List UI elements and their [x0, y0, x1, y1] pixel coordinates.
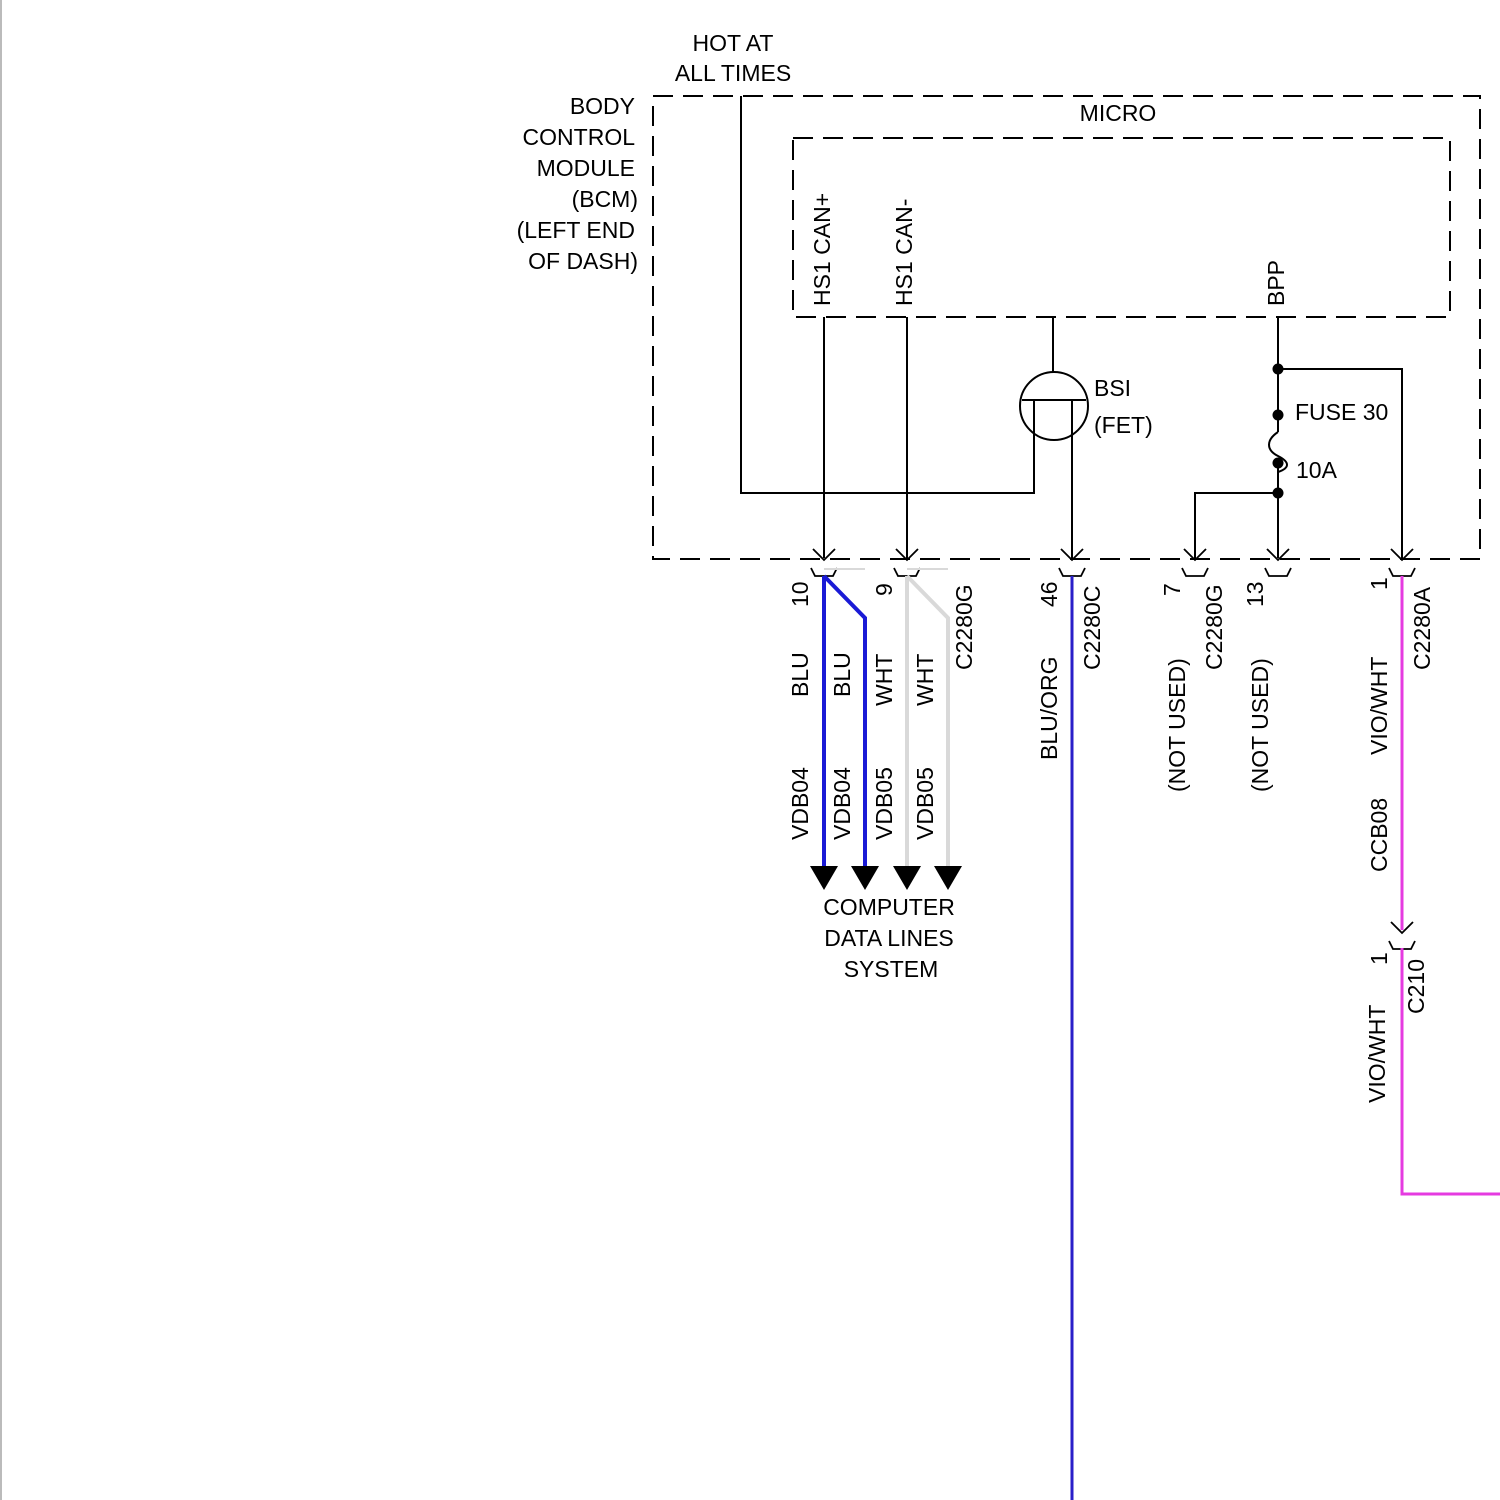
- module-label: BODY CONTROL MODULE (BCM) (LEFT END OF D…: [517, 93, 638, 274]
- harness-wires: [824, 569, 1500, 1500]
- fet-type: (FET): [1094, 412, 1153, 438]
- connector-terminals: [811, 549, 1415, 949]
- supply-label-line1: HOT AT: [693, 30, 774, 56]
- micro-label: MICRO: [1080, 100, 1157, 126]
- connector-c2280g-2: C2280G: [1201, 584, 1227, 670]
- wire-label-blu-org: BLU/ORG: [1036, 656, 1062, 760]
- circuit-label-ccb08: CCB08: [1366, 798, 1392, 872]
- module-label-line3: MODULE: [537, 155, 635, 181]
- wire-label-blu-2: BLU: [829, 652, 855, 697]
- module-label-line1: BODY: [570, 93, 635, 119]
- wire-label-not-used-7: (NOT USED): [1164, 658, 1190, 792]
- fuse-30-symbol: [1269, 415, 1287, 493]
- pin-number-7: 7: [1159, 583, 1185, 596]
- connector-c210: C210: [1403, 959, 1429, 1014]
- circuit-label-vdb05-2: VDB05: [912, 767, 938, 840]
- wire-label-vio-wht-1: VIO/WHT: [1366, 657, 1392, 755]
- pin-number-46: 46: [1036, 581, 1062, 607]
- module-label-line4: (BCM): [572, 186, 638, 212]
- internal-wiring: [741, 96, 1402, 558]
- pin-number-9: 9: [871, 583, 897, 596]
- fet-name: BSI: [1094, 375, 1131, 401]
- fuse-rating: 10A: [1296, 457, 1338, 483]
- circuit-label-vdb04-1: VDB04: [787, 767, 813, 840]
- pin-label-hs1-can-minus: HS1 CAN-: [891, 199, 917, 306]
- pin-number-13: 13: [1242, 581, 1268, 607]
- connector-c2280g: C2280G: [951, 584, 977, 670]
- connector-c2280c: C2280C: [1079, 586, 1105, 670]
- pin-number-1-c210: 1: [1366, 952, 1392, 965]
- wire-label-blu-1: BLU: [787, 652, 813, 697]
- connector-c2280a: C2280A: [1409, 586, 1435, 670]
- wire-label-not-used-13: (NOT USED): [1247, 658, 1273, 792]
- wire-label-wht-1: WHT: [871, 654, 897, 706]
- destination-line1: COMPUTER: [823, 894, 955, 920]
- module-label-line6: OF DASH): [528, 248, 638, 274]
- circuit-label-vdb05-1: VDB05: [871, 767, 897, 840]
- module-label-line2: CONTROL: [523, 124, 636, 150]
- wire-label-vio-wht-2: VIO/WHT: [1364, 1005, 1390, 1103]
- destination-line2: DATA LINES: [824, 925, 954, 951]
- pin-label-bpp: BPP: [1263, 260, 1289, 306]
- supply-label-line2: ALL TIMES: [675, 60, 791, 86]
- circuit-label-vdb04-2: VDB04: [829, 767, 855, 840]
- fuse-name: FUSE 30: [1295, 399, 1388, 425]
- pin-number-1: 1: [1366, 577, 1392, 590]
- wire-label-wht-2: WHT: [912, 654, 938, 706]
- destination-arrows: [810, 866, 962, 890]
- module-label-line5: (LEFT END: [517, 217, 635, 243]
- pin-number-10: 10: [787, 581, 813, 607]
- bcm-module-boundary: [653, 96, 1480, 559]
- destination-line3: SYSTEM: [844, 956, 939, 982]
- pin-label-hs1-can-plus: HS1 CAN+: [809, 193, 835, 306]
- bsi-fet-symbol: [1020, 372, 1088, 440]
